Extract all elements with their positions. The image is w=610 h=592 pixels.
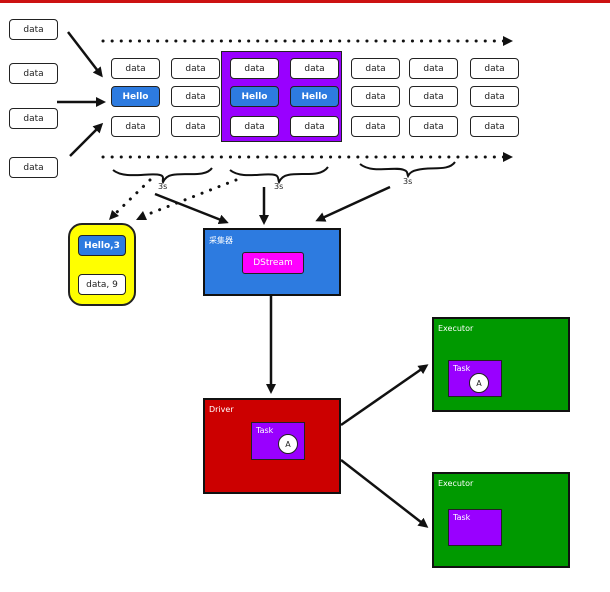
arrow-driver-executor2: [340, 459, 429, 528]
task-badge: A: [278, 434, 298, 454]
window-brace-1: [112, 167, 213, 185]
stream-cell: Hello: [230, 86, 279, 107]
arrow-driver-executor1: [340, 364, 429, 427]
stream-cell: data: [351, 86, 400, 107]
dstream-box: DStream: [242, 252, 304, 274]
executor-task: Task A: [448, 360, 502, 397]
window-duration-label: 3s: [274, 182, 284, 191]
stream-cell: data: [470, 116, 519, 137]
stream-cell: data: [290, 116, 339, 137]
window-duration-label: 3s: [403, 177, 413, 186]
source-box: data: [9, 63, 58, 84]
stream-cell: data: [111, 116, 160, 137]
result-store: Hello,3 data, 9: [68, 223, 136, 306]
stream-cell: data: [351, 58, 400, 79]
dotted-arrow-window2-arrowhead: [136, 211, 147, 220]
stream-cell: data: [409, 86, 458, 107]
arrow-source-4: [69, 122, 104, 157]
collector-title: 采集器: [209, 236, 233, 245]
stream-cell: data: [409, 116, 458, 137]
task-label: Task: [453, 364, 471, 373]
task-label: Task: [453, 513, 471, 522]
result-hello-count: Hello,3: [78, 235, 126, 256]
window-brace-2: [229, 166, 329, 185]
driver-title: Driver: [209, 405, 234, 414]
dotted-arrow-window2-result: [144, 178, 238, 217]
top-bar: [0, 0, 610, 3]
task-badge: A: [469, 373, 489, 393]
arrow-source-1: [67, 31, 103, 78]
stream-cell: data: [171, 58, 220, 79]
stream-cell: data: [171, 116, 220, 137]
timeline-top-arrowhead: [503, 36, 513, 46]
stream-cell: data: [111, 58, 160, 79]
source-box: data: [9, 157, 58, 178]
stream-cell: data: [409, 58, 458, 79]
stream-cell: data: [230, 116, 279, 137]
stream-cell: data: [171, 86, 220, 107]
executor-panel: Executor Task: [432, 472, 570, 568]
driver-panel: Driver Task A: [203, 398, 341, 494]
dotted-arrow-window1-arrowhead: [109, 210, 119, 220]
stream-cell: data: [470, 58, 519, 79]
stream-cell: data: [351, 116, 400, 137]
executor-task: Task: [448, 509, 502, 546]
window-duration-label: 3s: [158, 182, 168, 191]
dotted-arrow-window1-result: [115, 178, 152, 214]
source-box: data: [9, 108, 58, 129]
stream-cell: Hello: [290, 86, 339, 107]
window-brace-3: [359, 161, 456, 179]
stream-cell: data: [230, 58, 279, 79]
executor-title: Executor: [438, 479, 474, 488]
arrow-window3-collector: [315, 185, 391, 222]
stream-cell: data: [470, 86, 519, 107]
arrow-window1-collector: [154, 192, 229, 225]
stream-cell: data: [290, 58, 339, 79]
task-label: Task: [256, 426, 274, 435]
result-data-count: data, 9: [78, 274, 126, 295]
collector-panel: 采集器 DStream: [203, 228, 341, 296]
driver-task: Task A: [251, 422, 305, 460]
stream-cell: Hello: [111, 86, 160, 107]
executor-title: Executor: [438, 324, 474, 333]
timeline-bottom-arrowhead: [503, 152, 513, 162]
source-box: data: [9, 19, 58, 40]
executor-panel: Executor Task A: [432, 317, 570, 412]
